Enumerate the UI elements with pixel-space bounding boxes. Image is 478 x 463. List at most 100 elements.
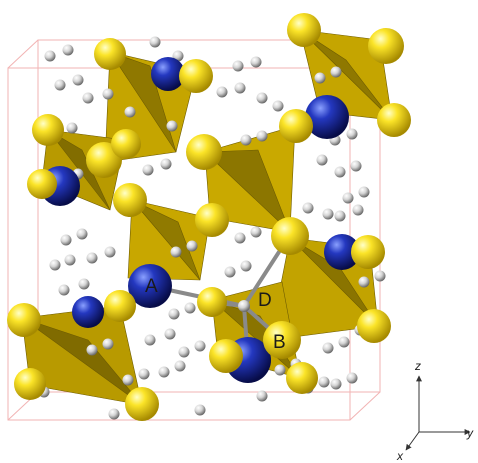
x-axis-arrow — [405, 431, 420, 451]
x-axis-label: x — [396, 449, 404, 463]
hydrogen-atom — [256, 390, 268, 402]
hydrogen-atom — [338, 336, 350, 348]
hydrogen-atom — [78, 278, 90, 290]
yellow-atom — [186, 134, 222, 170]
hydrogen-atom — [58, 284, 70, 296]
yellow-atom — [351, 235, 385, 269]
hydrogen-atom — [250, 226, 262, 238]
hydrogen-atom — [108, 408, 120, 420]
yellow-atom — [368, 28, 404, 64]
yellow-atom — [377, 103, 411, 137]
hydrogen-atom — [174, 360, 186, 372]
yellow-atom — [14, 368, 46, 400]
hydrogen-atom — [86, 344, 98, 356]
atom-label-d: D — [258, 290, 272, 311]
yellow-atom — [195, 203, 229, 237]
hydrogen-atom — [302, 202, 314, 214]
hydrogen-atom — [330, 378, 342, 390]
yellow-atom — [111, 129, 141, 159]
hydrogen-atom — [194, 404, 206, 416]
hydrogen-atom — [186, 240, 198, 252]
yellow-atom — [197, 287, 227, 317]
hydrogen-atom — [322, 342, 334, 354]
hydrogen-atom — [256, 130, 268, 142]
blue-atom — [305, 95, 349, 139]
yellow-atom — [209, 339, 243, 373]
blue-atom — [324, 234, 360, 270]
hydrogen-atom — [44, 50, 56, 62]
hydrogen-atom — [334, 210, 346, 222]
yellow-atom — [94, 38, 126, 70]
yellow-atom — [286, 362, 318, 394]
hydrogen-atom — [60, 234, 72, 246]
hydrogen-atom — [166, 120, 178, 132]
hydrogen-atom — [124, 106, 136, 118]
hydrogen-atom — [138, 368, 150, 380]
hydrogen-atom — [224, 266, 236, 278]
hydrogen-atom — [314, 72, 326, 84]
yellow-atom — [32, 114, 64, 146]
hydrogen-atom — [334, 166, 346, 178]
yellow-atom — [287, 13, 321, 47]
hydrogen-atom — [316, 154, 328, 166]
hydrogen-atom — [62, 44, 74, 56]
hydrogen-atom — [352, 204, 364, 216]
hydrogen-atom — [318, 376, 330, 388]
y-axis-label: y — [466, 426, 474, 440]
hydrogen-atom — [102, 338, 114, 350]
atom-label-b: B — [273, 332, 286, 353]
hydrogen-atom — [66, 122, 78, 134]
atom-d-sphere — [238, 300, 250, 312]
hydrogen-atom — [256, 92, 268, 104]
hydrogen-atom — [142, 164, 154, 176]
hydrogen-atom — [86, 252, 98, 264]
blue-atom — [128, 264, 172, 308]
hydrogen-atom — [322, 208, 334, 220]
yellow-atom — [125, 387, 159, 421]
hydrogen-atom — [250, 56, 262, 68]
hydrogen-atom — [358, 276, 370, 288]
hydrogen-atom — [346, 372, 358, 384]
hydrogen-atom — [160, 158, 172, 170]
hydrogen-atom — [76, 228, 88, 240]
hydrogen-atom — [170, 246, 182, 258]
hydrogen-atom — [104, 246, 116, 258]
yellow-atom — [179, 59, 213, 93]
hydrogen-atom — [374, 270, 386, 282]
hydrogen-atom — [54, 79, 66, 91]
yellow-atom — [113, 183, 147, 217]
yellow-atom — [279, 109, 313, 143]
atom-label-a: A — [145, 276, 158, 297]
z-axis-label: z — [414, 359, 421, 373]
hydrogen-atom — [72, 74, 84, 86]
hydrogen-atom — [49, 259, 61, 271]
yellow-atom — [7, 303, 41, 337]
hydrogen-atom — [234, 82, 246, 94]
axes-triad — [405, 375, 471, 451]
hydrogen-atom — [216, 86, 228, 98]
hydrogen-atom — [164, 328, 176, 340]
yellow-atom — [263, 321, 301, 359]
hydrogen-atom — [358, 186, 370, 198]
large-atoms — [7, 13, 411, 421]
yellow-atom — [357, 309, 391, 343]
hydrogen-atom — [122, 374, 134, 386]
yellow-atom — [271, 217, 309, 255]
hydrogen-atom — [234, 232, 246, 244]
hydrogen-atom — [64, 254, 76, 266]
hydrogen-atom — [346, 128, 358, 140]
yellow-atom — [27, 169, 57, 199]
blue-atom — [151, 57, 185, 91]
hydrogen-atom — [194, 340, 206, 352]
hydrogen-atom — [149, 36, 161, 48]
hydrogen-atom — [144, 334, 156, 346]
hydrogen-atom — [232, 60, 244, 72]
hydrogen-atom — [102, 88, 114, 100]
yellow-atom — [104, 290, 136, 322]
hydrogen-atom — [240, 260, 252, 272]
hydrogen-atom — [184, 302, 196, 314]
hydrogen-atom — [82, 92, 94, 104]
blue-atom — [72, 296, 104, 328]
hydrogen-atom — [350, 160, 362, 172]
